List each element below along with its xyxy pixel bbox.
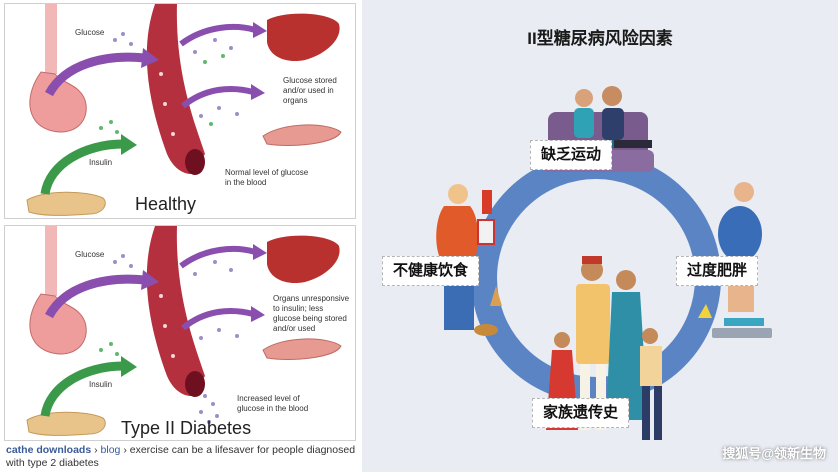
- vessel-opening: [185, 371, 205, 397]
- blood-vessel: [146, 226, 205, 396]
- panel-title-t2d: Type II Diabetes: [121, 418, 252, 438]
- breadcrumb-separator: ›: [94, 444, 98, 456]
- liver-shape: [267, 235, 340, 284]
- panel-title-healthy: Healthy: [135, 194, 197, 214]
- type2-diabetes-panel: Glucose Insulin Organs unresponsive to i…: [4, 225, 356, 441]
- muscle-shape: [262, 124, 342, 146]
- organ-arrowhead-liver: [253, 22, 267, 38]
- healthy-illustration: [26, 4, 342, 216]
- blood-vessel: [146, 4, 205, 174]
- organ-arrow-liver: [179, 23, 256, 47]
- stomach-shape: [29, 293, 87, 355]
- healthy-panel: Glucose Insulin Glucose stored and/or us…: [4, 3, 356, 219]
- source-watermark: 搜狐号@领新生物: [722, 446, 826, 461]
- family-figure: [546, 256, 662, 440]
- vessel-opening: [185, 149, 205, 175]
- liver-shape: [267, 13, 340, 62]
- caption-text: exercise can be a lifesaver for people d…: [6, 444, 356, 469]
- blood-level-label: Normal level of glucose in the blood: [225, 168, 309, 187]
- organ-arrowhead-liver: [253, 244, 267, 260]
- factor-family-history: 家族遗传史: [532, 398, 630, 428]
- muscle-shape: [262, 338, 342, 360]
- diabetes-illustration: Glucose Insulin Glucose stored and/or us…: [0, 0, 362, 472]
- insulin-label: Insulin: [89, 158, 113, 167]
- image-caption: cathe downloads › blog › exercise can be…: [6, 444, 360, 470]
- factor-unhealthy-diet: 不健康饮食: [382, 256, 480, 286]
- infographic-title: II型糖尿病风险因素: [527, 29, 673, 48]
- glucose-label: Glucose: [75, 250, 105, 259]
- organ-arrowhead-muscle: [251, 84, 265, 100]
- insulin-label: Insulin: [89, 380, 113, 389]
- insulin-arrowhead: [121, 134, 137, 155]
- glucose-dots: [113, 32, 239, 136]
- organs-label: Glucose stored and/or used in organs: [283, 76, 337, 105]
- insulin-arrow: [40, 361, 124, 417]
- glucose-arrow: [45, 52, 146, 97]
- organ-arrow-muscle: [181, 85, 254, 109]
- glucose-arrowhead: [141, 270, 159, 290]
- organ-arrow-muscle: [181, 307, 254, 331]
- glucose-arrowhead: [141, 48, 159, 68]
- insulin-arrowhead: [121, 356, 137, 377]
- breadcrumb-site-link[interactable]: cathe downloads: [6, 444, 92, 456]
- blood-level-label: Increased level of glucose in the blood: [237, 394, 309, 413]
- organ-arrow-liver: [179, 245, 256, 269]
- glucose-dots: [113, 254, 239, 424]
- breadcrumb-separator: ›: [123, 444, 127, 456]
- organs-label: Organs unresponsive to insulin; less glu…: [273, 294, 350, 333]
- esophagus-shape: [45, 4, 57, 74]
- t2d-illustration: [26, 226, 342, 436]
- insulin-dots: [99, 342, 119, 356]
- glucose-label: Glucose: [75, 28, 105, 37]
- risk-factor-infographic: II型糖尿病风险因素: [362, 0, 838, 472]
- pancreas-shape: [26, 191, 106, 216]
- breadcrumb-section-link[interactable]: blog: [100, 444, 121, 456]
- glucose-arrow: [45, 274, 146, 319]
- insulin-dots: [99, 54, 225, 134]
- esophagus-shape: [45, 226, 57, 296]
- stomach-shape: [29, 71, 87, 133]
- organ-arrowhead-muscle: [251, 306, 265, 322]
- factor-obesity: 过度肥胖: [676, 256, 759, 286]
- insulin-arrow: [40, 139, 124, 195]
- pancreas-shape: [26, 411, 106, 436]
- factor-lack-of-exercise: 缺乏运动: [530, 140, 613, 170]
